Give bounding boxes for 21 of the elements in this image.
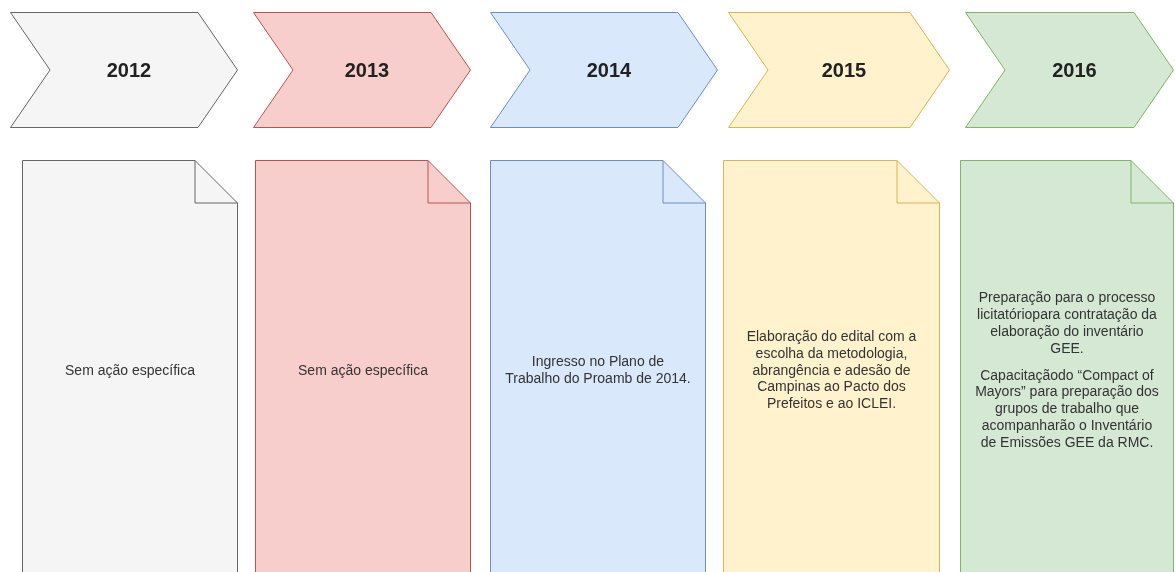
year-label: 2012	[106, 58, 152, 82]
year-label: 2016	[1052, 58, 1097, 82]
year-label: 2013	[344, 58, 390, 82]
note-document	[255, 160, 471, 572]
year-banner	[728, 12, 950, 128]
year-banner	[490, 12, 718, 128]
note-document	[960, 160, 1174, 572]
year-banner	[965, 12, 1174, 128]
year-banner	[253, 12, 471, 128]
year-banner	[10, 12, 238, 128]
note-text: Ingresso no Plano de Trabalho do Proamb de 2014.	[504, 353, 692, 387]
note-text: Preparação para o processo licitatóriopara contratação da elaboração do inventário GEE.	[976, 289, 1158, 357]
note-document	[22, 160, 238, 572]
year-label: 2015	[821, 58, 867, 82]
note-document	[490, 160, 706, 572]
note-text: Sem ação específica	[297, 361, 429, 379]
note-text: Elaboração do edital com a escolha da metodologia, abrangência e adesão de Campinas ao Pacto dos Prefeitos e ao ICLEI.	[745, 328, 918, 412]
year-label: 2014	[586, 58, 632, 82]
note-document	[723, 160, 940, 572]
note-text: Capacitaçãodo “Compact of Mayors” para preparação dos grupos de trabalho que acompanharão o Inventário de Emissões GEE da RMC.	[974, 366, 1160, 451]
note-text: Sem ação específica	[64, 361, 196, 379]
